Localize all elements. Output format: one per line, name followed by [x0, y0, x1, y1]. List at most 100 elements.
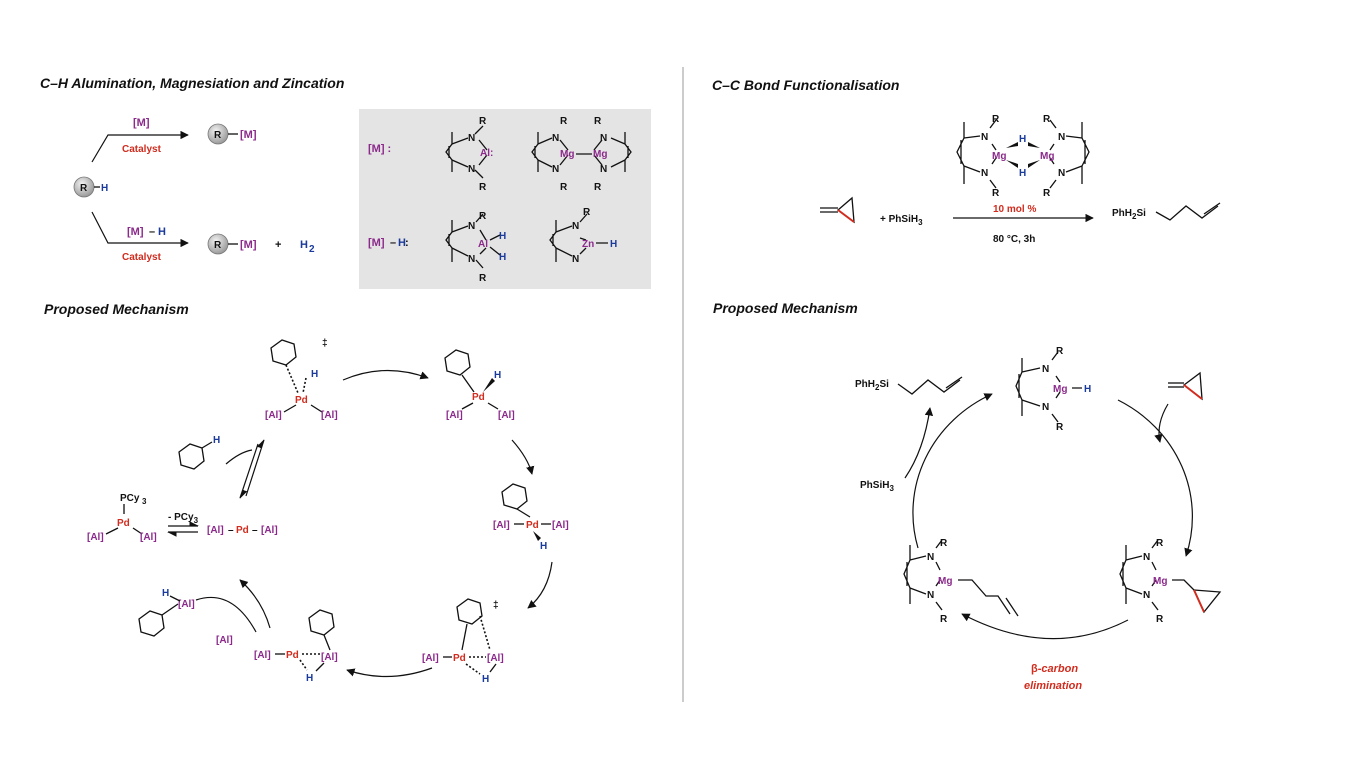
svg-text:Al: Al: [478, 239, 488, 250]
svg-text:R: R: [992, 188, 1000, 199]
svg-text:H: H: [494, 370, 501, 381]
bottom-branch-arrow: [91, 211, 189, 248]
svg-text:PhH2Si: PhH2Si: [1112, 208, 1146, 221]
svg-text:–: –: [252, 525, 258, 536]
svg-text:Pd: Pd: [117, 518, 130, 529]
svg-text:R: R: [214, 240, 222, 251]
svg-text:–: –: [390, 237, 396, 249]
svg-text:N: N: [552, 133, 559, 144]
svg-text:Pd: Pd: [472, 392, 485, 403]
svg-text:N: N: [981, 132, 988, 143]
svg-text:N: N: [600, 164, 607, 175]
svg-text:Mg: Mg: [1153, 576, 1167, 587]
ts2-complex: [Al] Pd [Al] H ‡: [422, 598, 504, 685]
silane-reagent: + PhSiH3: [880, 214, 923, 227]
hydride-bridged-intermediate: [Al] Pd [Al] H: [254, 609, 338, 684]
bdi-al-structure: N N R R Al:: [445, 116, 493, 193]
svg-text:N: N: [1042, 402, 1049, 413]
minus-pcy3: - PCy3: [168, 512, 199, 525]
mg-cyclopropylmethyl: N N R R Mg: [1119, 538, 1222, 625]
svg-text:H: H: [482, 674, 489, 685]
svg-text:H: H: [1019, 134, 1026, 145]
svg-text:H: H: [398, 237, 406, 249]
svg-text:Mg: Mg: [1040, 151, 1054, 162]
svg-text:N: N: [1042, 364, 1049, 375]
right-catalytic-cycle: [1117, 399, 1193, 557]
svg-text:N: N: [572, 254, 579, 265]
svg-text:H: H: [1019, 168, 1026, 179]
mechanism-methylenecyclopropane: [1168, 371, 1203, 401]
svg-text:H: H: [101, 183, 108, 194]
svg-text:Mg: Mg: [938, 576, 952, 587]
svg-text:N: N: [468, 164, 475, 175]
mg-hydride-dimer-catalyst: N N N N R R R R Mg Mg H H: [956, 114, 1090, 199]
mg-hydride-monomer: N N R R Mg H: [1015, 346, 1091, 433]
bdi-znh-structure: N N R Zn H: [549, 207, 617, 265]
svg-text:R: R: [479, 211, 487, 222]
mechanism-silane: PhSiH3: [860, 480, 894, 493]
svg-text:[M]: [M]: [240, 129, 257, 141]
svg-text:[M]: [M]: [240, 239, 257, 251]
svg-text:N: N: [600, 133, 607, 144]
linear-pd-species: [Al] – Pd – [Al]: [207, 525, 278, 536]
svg-text:R: R: [479, 182, 487, 193]
top-reagent: [M]: [133, 117, 150, 129]
svg-text:H: H: [499, 231, 506, 242]
svg-text:R: R: [1043, 114, 1051, 125]
svg-text:R: R: [1043, 188, 1051, 199]
svg-text:‡: ‡: [493, 600, 499, 611]
svg-text:Mg: Mg: [1053, 384, 1067, 395]
mechanism-product: PhH2Si: [855, 376, 963, 395]
svg-text:[Al]: [Al]: [140, 532, 157, 543]
svg-text:N: N: [1143, 552, 1150, 563]
svg-text:[Al]: [Al]: [178, 599, 195, 610]
svg-text:PCy: PCy: [120, 493, 140, 504]
svg-text:+: +: [275, 239, 281, 251]
svg-text:R: R: [594, 182, 602, 193]
svg-text:R: R: [594, 116, 602, 127]
svg-text:N: N: [927, 590, 934, 601]
svg-text:H: H: [162, 588, 169, 599]
svg-text:N: N: [468, 254, 475, 265]
bottom-reagent: [M] – H: [127, 226, 166, 238]
benzene-substrate: H: [178, 435, 220, 470]
reaction-conditions: 80 °C, 3h: [993, 234, 1035, 245]
bottom-product: R [M] + H 2: [207, 233, 315, 255]
svg-text:R: R: [940, 614, 948, 625]
svg-text:[Al]: [Al]: [422, 653, 439, 664]
svg-text:Pd: Pd: [526, 520, 539, 531]
top-product: R [M]: [207, 123, 257, 145]
oxidative-addition-complex: H Pd [Al] [Al]: [444, 349, 515, 421]
svg-text:[Al]: [Al]: [446, 410, 463, 421]
mg-mg-dimer-structure: N N N N R R R R Mg Mg: [531, 116, 632, 193]
svg-text:N: N: [468, 221, 475, 232]
mg-homoallyl: N N R R Mg: [903, 538, 1019, 625]
svg-text:R: R: [560, 116, 568, 127]
svg-text:R: R: [560, 182, 568, 193]
svg-text:elimination: elimination: [1024, 680, 1082, 692]
svg-text:Pd: Pd: [453, 653, 466, 664]
svg-text:R: R: [80, 183, 88, 194]
svg-text:N: N: [1058, 132, 1065, 143]
svg-text:N: N: [1058, 168, 1065, 179]
svg-text:–: –: [149, 226, 155, 238]
svg-text:[Al]: [Al]: [487, 653, 504, 664]
svg-text:[Al]: [Al]: [321, 652, 338, 663]
svg-text:[Al]: [Al]: [254, 650, 271, 661]
homoallyl-silane-product: PhH2Si: [1112, 202, 1221, 221]
svg-text:Pd: Pd: [236, 525, 249, 536]
catalyst-loading: 10 mol %: [993, 204, 1036, 215]
svg-text:N: N: [1143, 590, 1150, 601]
svg-text:N: N: [927, 552, 934, 563]
svg-text:R: R: [1056, 346, 1064, 357]
left-mechanism-heading: Proposed Mechanism: [44, 301, 189, 317]
svg-text:H: H: [610, 239, 617, 250]
svg-text:[Al]: [Al]: [207, 525, 224, 536]
ts1-complex: H Pd [Al] [Al] ‡: [265, 338, 338, 421]
svg-text:β-carbon: β-carbon: [1031, 663, 1078, 675]
svg-text:[Al]: [Al]: [87, 532, 104, 543]
svg-text:[Al]: [Al]: [321, 410, 338, 421]
svg-text:Mg: Mg: [992, 151, 1006, 162]
svg-text:[Al]: [Al]: [265, 410, 282, 421]
